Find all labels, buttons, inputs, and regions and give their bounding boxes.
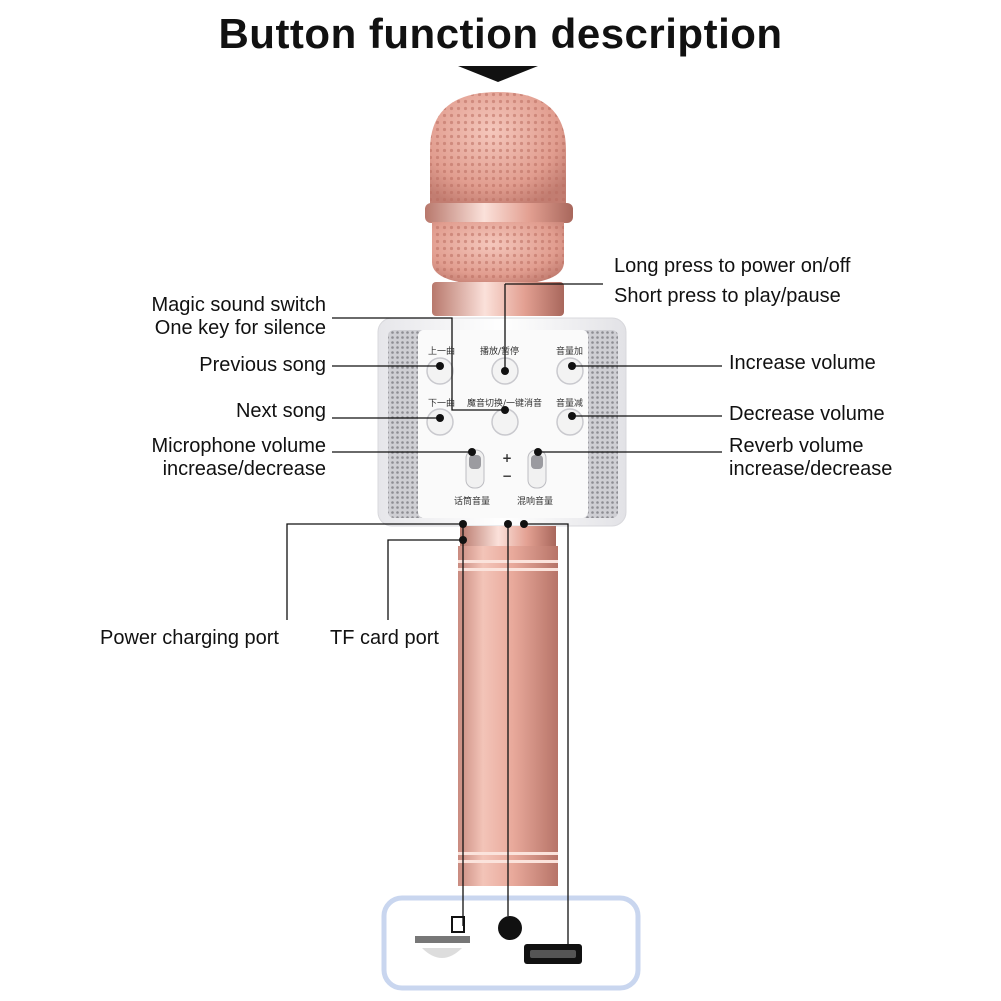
device-label-vol-up: 音量加	[556, 347, 584, 357]
label-previous-song: Previous song	[199, 354, 326, 376]
label-mic-volume: Microphone volume	[151, 435, 326, 457]
port-detail-box	[381, 895, 641, 991]
tf-card-slot-icon	[451, 916, 465, 933]
leader-dots	[436, 362, 576, 544]
device-label-play-pause: 播放/暂停	[480, 347, 520, 357]
charging-port-icon	[498, 916, 522, 940]
button-previous	[426, 357, 454, 385]
device-label-minus: −	[502, 469, 513, 483]
page-title: Button function description	[218, 10, 783, 57]
label-silence: One key for silence	[154, 317, 326, 339]
label-reverb-volume: Reverb volume	[729, 435, 864, 457]
leader-lines	[286, 283, 722, 944]
label-tf-card-port: TF card port	[330, 627, 439, 649]
device-label-vol-down: 音量减	[556, 399, 584, 409]
pointer-arrow-icon	[458, 66, 538, 82]
label-increase-volume: Increase volume	[729, 352, 876, 374]
device-label-reverb-vol: 混响音量	[517, 497, 554, 507]
device-label-prev: 上一曲	[428, 347, 456, 357]
button-volume-up	[556, 357, 584, 385]
label-power-on-off: Long press to power on/off	[614, 255, 851, 277]
device-label-plus: +	[502, 451, 513, 465]
label-next-song: Next song	[235, 400, 326, 422]
label-play-pause: Short press to play/pause	[614, 285, 841, 307]
label-mic-volume-line2: increase/decrease	[162, 458, 326, 480]
label-decrease-volume: Decrease volume	[729, 403, 885, 425]
label-charging-port: Power charging port	[100, 627, 279, 649]
device-label-magic-mute: 魔音切换/一键消音	[467, 399, 543, 409]
device-label-mic-vol: 话筒音量	[454, 497, 491, 507]
label-reverb-volume-line2: increase/decrease	[729, 458, 893, 480]
microphone-head	[425, 92, 573, 316]
label-magic-sound: Magic sound switch	[151, 294, 326, 316]
device-label-next: 下一曲	[428, 399, 456, 409]
